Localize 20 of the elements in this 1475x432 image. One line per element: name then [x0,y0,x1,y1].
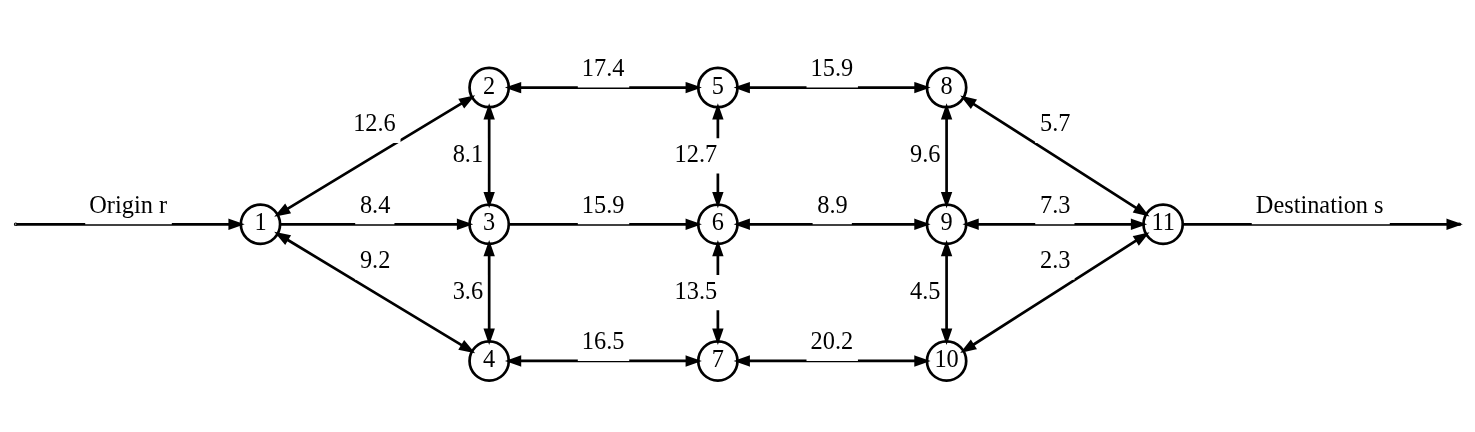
edge-label: 15.9 [810,53,854,81]
edge-label: Origin r [89,190,168,218]
edge-label: 8.4 [359,190,391,218]
edge-label: 17.4 [581,53,625,81]
edge-label: 9.2 [359,245,391,273]
edge-label: Destination s [1255,190,1384,218]
edge-label: 12.7 [674,139,718,167]
edge-label: 15.9 [581,190,625,218]
edge-label: 9.6 [910,139,941,167]
edge-label: 8.9 [817,190,848,218]
edge-label: 13.5 [674,276,718,304]
edge-label: 4.5 [910,276,941,304]
edge-label: 8.1 [452,139,484,167]
edge-label: 20.2 [810,326,854,354]
edge-label: 7.3 [1039,190,1071,218]
edge-label: 2.3 [1039,245,1071,273]
edge-label: 5.7 [1039,108,1071,136]
edge-label: 16.5 [581,326,625,354]
edge-label: 3.6 [452,276,484,304]
edge-label: 12.6 [353,108,396,136]
